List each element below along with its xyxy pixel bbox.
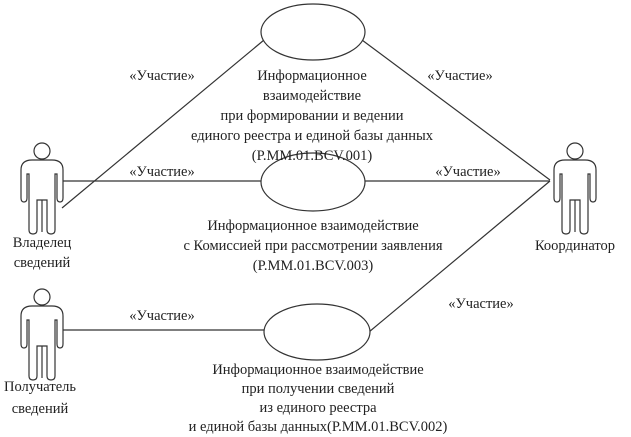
use-case-uc2-label: с Комиссией при рассмотрении заявления bbox=[183, 238, 442, 254]
actor-owner-label: сведений bbox=[14, 255, 71, 271]
association-owner-uc1 bbox=[61, 39, 265, 209]
use-case-uc3-label: и единой базы данных(Р.ММ.01.BCV.002) bbox=[189, 419, 448, 435]
use-case-uc1-ellipse[interactable] bbox=[260, 3, 366, 61]
stereotype-label: «Участие» bbox=[435, 164, 500, 180]
actor-owner-label: Владелец bbox=[13, 235, 72, 251]
use-case-uc3-ellipse[interactable] bbox=[263, 303, 371, 361]
use-case-uc2-label: (Р.ММ.01.BCV.003) bbox=[253, 258, 374, 274]
stereotype-label: «Участие» bbox=[427, 68, 492, 84]
stereotype-label: «Участие» bbox=[129, 164, 194, 180]
actor-coordinator-icon[interactable] bbox=[553, 142, 597, 235]
association-uc3-coordinator bbox=[368, 180, 551, 333]
actor-recipient-label: сведений bbox=[12, 401, 69, 417]
use-case-uc1-label: единого реестра и единой базы данных bbox=[191, 128, 434, 144]
stereotype-label: «Участие» bbox=[448, 296, 513, 312]
stereotype-label: «Участие» bbox=[129, 68, 194, 84]
actor-owner-icon[interactable] bbox=[20, 142, 64, 235]
use-case-uc3-label: Информационное взаимодействие bbox=[212, 362, 423, 378]
stereotype-label: «Участие» bbox=[129, 308, 194, 324]
association-uc1-coordinator bbox=[361, 39, 551, 181]
use-case-uc3-label: из единого реестра bbox=[259, 400, 377, 416]
use-case-uc1-label: при формировании и ведении bbox=[221, 108, 404, 124]
use-case-uc2-label: Информационное взаимодействие bbox=[207, 218, 418, 234]
actor-recipient-icon[interactable] bbox=[20, 288, 64, 381]
use-case-uc1-label: взаимодействие bbox=[263, 88, 361, 104]
actor-coordinator-label: Координатор bbox=[535, 238, 615, 254]
use-case-uc1-label: (Р.ММ.01.BCV.001) bbox=[252, 148, 373, 164]
use-case-uc1-label: Информационное bbox=[257, 68, 367, 84]
use-case-uc3-label: при получении сведений bbox=[242, 381, 395, 397]
use-case-uc2-ellipse[interactable] bbox=[260, 152, 366, 212]
actor-recipient-label: Получатель bbox=[4, 379, 76, 395]
